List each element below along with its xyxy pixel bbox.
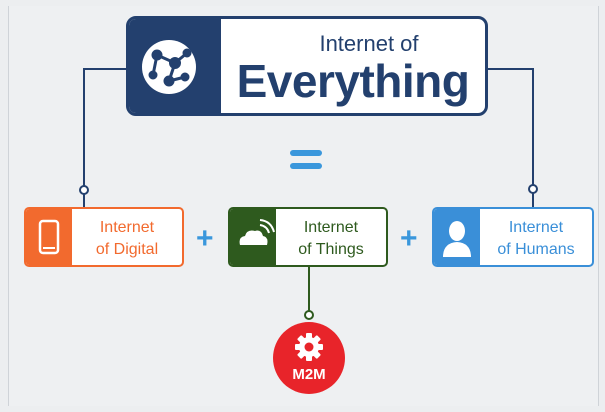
equals-bar-bottom: [290, 163, 322, 169]
node-humans-label: Internet of Humans: [484, 217, 588, 261]
title-line-1: Internet of: [319, 31, 419, 56]
node-things-icon-panel: [230, 209, 276, 265]
node-digital-label-line1: Internet: [99, 219, 155, 236]
plus-operator-1: +: [196, 222, 214, 255]
smartphone-icon: [38, 219, 60, 255]
connector-right-dot: [528, 184, 538, 194]
m2m-badge: M2M: [273, 322, 345, 394]
network-globe-icon: [142, 40, 196, 94]
person-icon: [443, 221, 471, 257]
title-line-2: Everything: [236, 55, 470, 107]
equals-bar-top: [290, 150, 322, 156]
connector-right: [488, 68, 534, 185]
node-digital-label: Internet of Digital: [76, 217, 178, 261]
node-things-label-line1: Internet: [303, 219, 359, 236]
m2m-label: M2M: [292, 366, 326, 383]
node-digital-icon-panel: [26, 209, 72, 265]
connector-left-dot: [79, 185, 89, 195]
node-humans-label-line1: Internet: [508, 219, 564, 236]
node-internet-of-humans: Internet of Humans: [432, 207, 594, 267]
node-things-label: Internet of Things: [280, 217, 382, 261]
node-internet-of-digital: Internet of Digital: [24, 207, 184, 267]
node-digital-label-line2: of Digital: [95, 241, 159, 258]
connector-left: [83, 68, 126, 187]
plus-operator-2: +: [400, 222, 418, 255]
wireless-cloud-icon: [239, 219, 275, 245]
equals-sign: [290, 150, 322, 176]
node-internet-of-things: Internet of Things: [228, 207, 388, 267]
node-things-label-line2: of Things: [298, 241, 364, 258]
title-box: Internet of Everything: [126, 16, 488, 116]
node-humans-icon-panel: [434, 209, 480, 265]
node-humans-label-line2: of Humans: [497, 241, 575, 258]
title-icon-panel: [129, 19, 221, 113]
gear-icon: [295, 333, 323, 361]
connector-m2m-dot: [304, 310, 314, 320]
